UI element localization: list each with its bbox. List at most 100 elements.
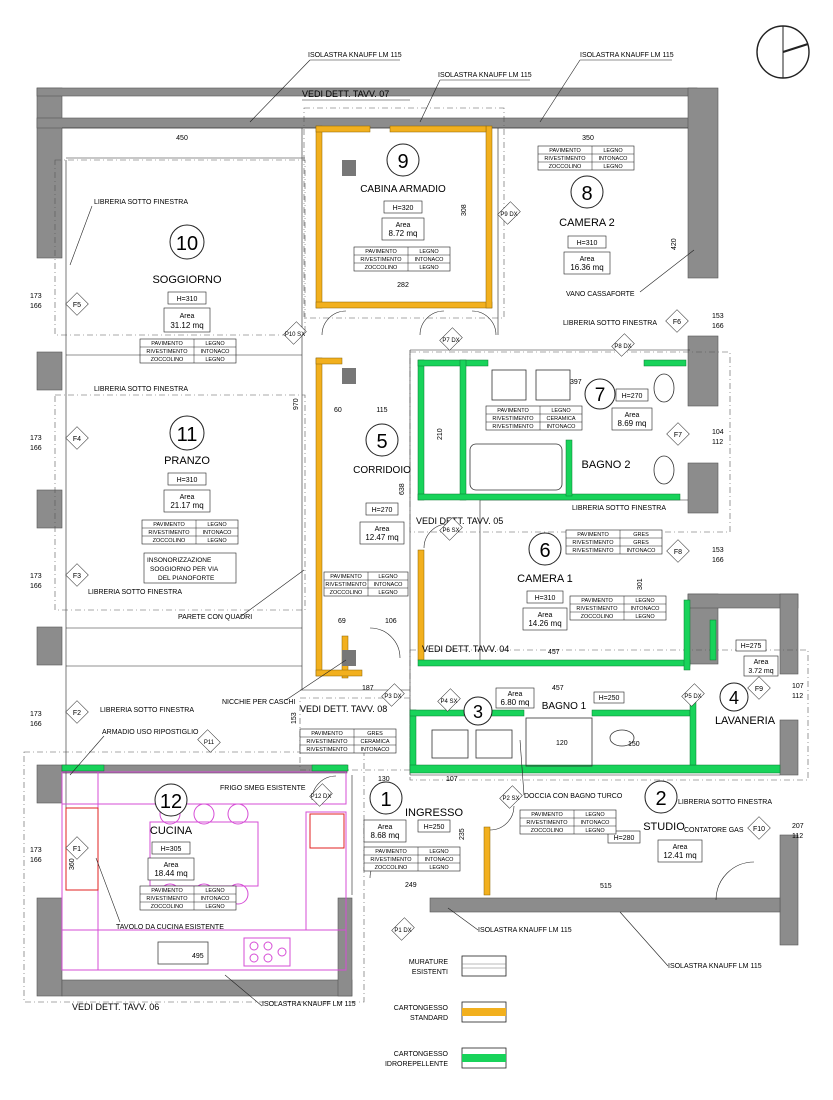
svg-text:1: 1: [380, 789, 391, 811]
svg-text:7: 7: [595, 385, 606, 406]
svg-text:H=270: H=270: [622, 393, 643, 400]
svg-text:282: 282: [397, 282, 409, 289]
svg-text:LEGNO: LEGNO: [635, 598, 655, 604]
svg-text:12: 12: [160, 791, 182, 813]
window-f1: F1: [65, 836, 89, 860]
svg-text:SOGGIORNO: SOGGIORNO: [152, 274, 222, 286]
door-p11: P11: [197, 729, 221, 753]
svg-text:21.17 mq: 21.17 mq: [170, 501, 203, 510]
svg-text:INTONACO: INTONACO: [374, 582, 404, 588]
svg-text:8.68 mq: 8.68 mq: [371, 831, 400, 840]
svg-text:P7 DX: P7 DX: [442, 338, 459, 344]
svg-text:PAVIMENTO: PAVIMENTO: [581, 598, 613, 604]
legend: MURATURE ESISTENTI CARTONGESSO STANDARD …: [385, 955, 507, 1069]
svg-text:PAVIMENTO: PAVIMENTO: [365, 249, 397, 255]
svg-text:H=275: H=275: [741, 643, 762, 650]
svg-text:P5 DX: P5 DX: [684, 694, 701, 700]
svg-text:6: 6: [539, 540, 550, 562]
svg-text:ARMADIO USO RIPOSTIGLIO: ARMADIO USO RIPOSTIGLIO: [102, 729, 199, 736]
svg-text:CARTONGESSO: CARTONGESSO: [394, 1051, 449, 1058]
annotations: ISOLASTRA KNAUFF LM 115 ISOLASTRA KNAUFF…: [69, 52, 772, 1012]
svg-text:ISOLASTRA KNAUFF LM 115: ISOLASTRA KNAUFF LM 115: [668, 963, 762, 970]
svg-text:CORRIDOIO: CORRIDOIO: [353, 465, 411, 476]
svg-text:173: 173: [30, 435, 42, 442]
svg-text:H=280: H=280: [614, 835, 635, 842]
svg-text:INTONACO: INTONACO: [201, 896, 231, 902]
svg-text:PAVIMENTO: PAVIMENTO: [549, 148, 581, 154]
svg-text:F5: F5: [73, 302, 81, 309]
svg-text:166: 166: [712, 323, 724, 330]
room-5: 5 CORRIDOIO H=270 Area 12.47 mq: [353, 423, 411, 545]
svg-text:ZOCCOLINO: ZOCCOLINO: [153, 538, 186, 544]
svg-text:210: 210: [437, 428, 444, 440]
svg-text:153: 153: [712, 547, 724, 554]
svg-text:3: 3: [473, 702, 483, 722]
svg-text:P12 DX: P12 DX: [311, 794, 332, 800]
svg-text:LEGNO: LEGNO: [378, 574, 398, 580]
svg-text:PAVIMENTO: PAVIMENTO: [330, 574, 362, 580]
room-1: 1 INGRESSO H=250 Area 8.68 mq: [363, 781, 463, 843]
svg-text:PAVIMENTO: PAVIMENTO: [375, 849, 407, 855]
svg-text:130: 130: [378, 776, 390, 783]
svg-text:Area: Area: [378, 824, 393, 831]
svg-text:249: 249: [405, 882, 417, 889]
room-11: 11 PRANZO H=310 Area 21.17 mq: [163, 415, 210, 513]
svg-text:LEGNO: LEGNO: [205, 341, 225, 347]
svg-text:CONTATORE GAS: CONTATORE GAS: [684, 827, 744, 834]
svg-text:F1: F1: [73, 846, 81, 853]
door-labels: P10 SX P9 DX P8 DX P7 DX P6 SX P5 DX P4 …: [197, 201, 705, 941]
legend-standard-plasterboard: CARTONGESSO STANDARD: [394, 1001, 507, 1023]
svg-text:P2 SX: P2 SX: [502, 796, 519, 802]
north-arrow-icon: [756, 25, 810, 79]
svg-text:CARTONGESSO: CARTONGESSO: [394, 1005, 449, 1012]
svg-text:F8: F8: [674, 549, 682, 556]
svg-text:P4 SX: P4 SX: [440, 699, 457, 705]
svg-text:166: 166: [30, 583, 42, 590]
svg-text:970: 970: [293, 398, 300, 410]
svg-text:Area: Area: [180, 494, 195, 501]
svg-text:RIVESTIMENTO: RIVESTIMENTO: [526, 820, 568, 826]
svg-text:RIVESTIMENTO: RIVESTIMENTO: [306, 747, 348, 753]
svg-text:P6 SX: P6 SX: [442, 528, 459, 534]
svg-text:BAGNO 2: BAGNO 2: [582, 459, 631, 471]
svg-text:H=310: H=310: [577, 240, 598, 247]
svg-text:153: 153: [712, 313, 724, 320]
svg-text:18.44 mq: 18.44 mq: [154, 869, 187, 878]
svg-text:RIVESTIMENTO: RIVESTIMENTO: [360, 257, 402, 263]
window-f9: F9: [747, 676, 771, 700]
svg-text:173: 173: [30, 847, 42, 854]
svg-text:LEGNO: LEGNO: [207, 538, 227, 544]
svg-text:166: 166: [30, 857, 42, 864]
svg-text:RIVESTIMENTO: RIVESTIMENTO: [370, 857, 412, 863]
svg-text:16.36 mq: 16.36 mq: [570, 263, 603, 272]
svg-text:P11: P11: [204, 740, 215, 746]
svg-text:187: 187: [362, 685, 374, 692]
svg-text:NICCHIE PER CASCHI: NICCHIE PER CASCHI: [222, 699, 296, 706]
svg-text:DOCCIA CON BAGNO TURCO: DOCCIA CON BAGNO TURCO: [524, 793, 623, 800]
svg-text:166: 166: [30, 721, 42, 728]
svg-text:P8 DX: P8 DX: [614, 344, 631, 350]
svg-text:5: 5: [376, 431, 387, 453]
room-9: 9 CABINA ARMADIO H=320 Area 8.72 mq: [360, 143, 446, 241]
door-p6: P6 SX: [439, 517, 463, 541]
svg-text:F9: F9: [755, 686, 763, 693]
svg-text:RIVESTIMENTO: RIVESTIMENTO: [146, 896, 188, 902]
svg-text:LIBRERIA SOTTO FINESTRA: LIBRERIA SOTTO FINESTRA: [88, 589, 182, 596]
svg-text:CERAMICA: CERAMICA: [546, 416, 575, 422]
window-f6: F6: [665, 309, 689, 333]
svg-text:Area: Area: [375, 526, 390, 533]
svg-text:153: 153: [291, 712, 298, 724]
door-p12: P12 DX: [309, 783, 333, 807]
svg-text:F2: F2: [73, 710, 81, 717]
svg-text:PAVIMENTO: PAVIMENTO: [577, 532, 609, 538]
svg-text:301: 301: [637, 578, 644, 590]
svg-text:ZOCCOLINO: ZOCCOLINO: [151, 904, 184, 910]
svg-text:F6: F6: [673, 319, 681, 326]
svg-text:69: 69: [338, 618, 346, 625]
